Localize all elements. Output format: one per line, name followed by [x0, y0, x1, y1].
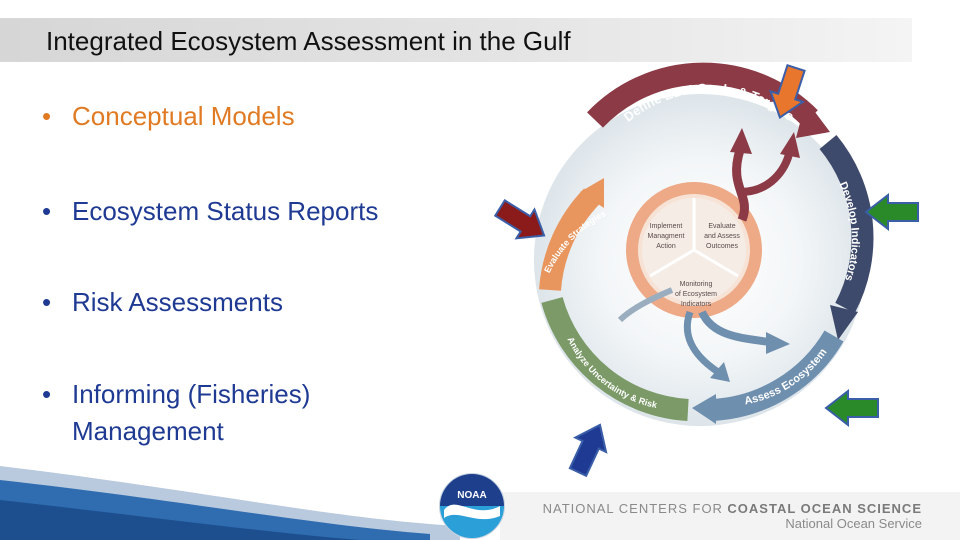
footer-org-name: NATIONAL CENTERS FOR COASTAL OCEAN SCIEN…	[543, 500, 922, 518]
segment-assess-ecosystem	[711, 330, 844, 421]
bullet-text-line: Informing (Fisheries)	[72, 379, 311, 409]
segment-arrowhead	[580, 178, 604, 208]
bullet-item: • Risk Assessments	[42, 284, 283, 321]
noaa-logo-text: NOAA	[457, 490, 486, 501]
footer-org-bold: COASTAL OCEAN SCIENCE	[727, 501, 922, 516]
bullet-text: Informing (Fisheries) Management	[72, 376, 310, 450]
footer-swoosh	[0, 500, 360, 540]
bullet-item: • Informing (Fisheries) Management	[42, 376, 310, 450]
segment-arrowhead	[692, 394, 716, 424]
flow-arrowhead	[780, 132, 800, 158]
title-bar	[0, 18, 912, 62]
footer-org-subtitle: National Ocean Service	[785, 516, 922, 531]
flow-arrowhead	[710, 362, 730, 382]
inner-sector-label: Outcomes	[706, 243, 738, 250]
bullet-text-line: Management	[72, 416, 224, 446]
bullet-dot: •	[42, 287, 52, 317]
inner-sector-label: Managment	[648, 233, 685, 240]
segment-evaluate-strategies	[539, 188, 601, 292]
bullet-dot: •	[42, 101, 52, 131]
inner-divider	[693, 248, 739, 278]
slide-title: Integrated Ecosystem Assessment in the G…	[46, 26, 571, 56]
orange-arrow-icon	[768, 63, 806, 120]
bullet-dot: •	[42, 196, 52, 226]
green-arrow-icon	[824, 388, 879, 428]
inner-sector-label: and Assess	[704, 233, 740, 240]
flow-arrow-to-assess	[698, 310, 771, 346]
segment-arrowhead	[830, 305, 858, 340]
flow-arrowhead	[766, 332, 790, 354]
bullet-dot: •	[42, 379, 52, 409]
inner-divider	[649, 248, 695, 278]
inner-sector-label: Action	[656, 243, 676, 250]
flow-arrow-to-assess	[683, 310, 720, 375]
flow-arrow-to-analyze	[617, 287, 674, 323]
footer-banner	[500, 492, 960, 540]
bullet-item: • Conceptual Models	[42, 98, 295, 135]
maroon-arrow-icon	[493, 198, 546, 240]
blue-arrow-icon	[568, 423, 608, 478]
inner-sector-label: Monitoring	[680, 281, 713, 288]
bullet-item: • Ecosystem Status Reports	[42, 193, 378, 230]
segment-analyze-risk	[541, 296, 689, 421]
segment-develop-indicators	[819, 134, 874, 314]
bullet-text: Conceptual Models	[72, 101, 295, 131]
bullet-text: Risk Assessments	[72, 287, 283, 317]
segment-arrowhead	[796, 100, 830, 138]
noaa-logo: NOAA	[439, 473, 505, 539]
inner-sector-label: Implement	[650, 223, 683, 230]
flow-arrowhead	[730, 128, 752, 154]
inner-sector-label: Indicators	[681, 301, 712, 308]
bullet-text: Ecosystem Status Reports	[72, 196, 379, 226]
inner-sector-label: of Ecosystem	[675, 291, 717, 298]
footer-org-light: NATIONAL CENTERS FOR	[542, 501, 723, 516]
green-arrow-icon	[864, 192, 919, 232]
inner-sector-label: Evaluate	[708, 223, 735, 230]
